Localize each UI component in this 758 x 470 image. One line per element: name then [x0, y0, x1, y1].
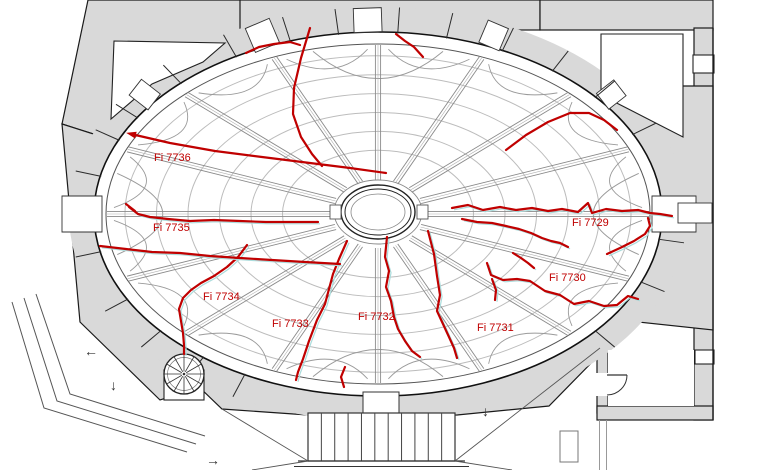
crack-survey-underlay	[101, 247, 343, 267]
room-top-right	[600, 33, 684, 138]
wall-top-right-strip	[539, 0, 714, 31]
wall-door-gap-bottom-right	[595, 373, 608, 396]
gap-right-wall-lower	[694, 349, 715, 365]
crack-line	[394, 32, 425, 59]
crack-line	[450, 201, 674, 218]
crack-survey-underlay	[180, 246, 250, 356]
crack-line	[244, 40, 302, 55]
crack-line	[490, 277, 498, 302]
crack-line	[291, 26, 324, 168]
crack-line	[426, 229, 459, 360]
crack-survey-underlay	[493, 280, 499, 302]
crack-line	[504, 111, 619, 152]
room-bottom-right	[608, 350, 694, 406]
crack-labels: Fi 7729 Fi 7730 Fi 7731 Fi 7732 Fi 7733 Fi 77…	[153, 152, 609, 334]
crack-lines	[98, 26, 675, 389]
door-swing-arc	[606, 374, 628, 396]
crack-line	[124, 202, 320, 224]
crack-label: Fi 7731	[477, 322, 514, 334]
wall-rooms	[110, 33, 715, 406]
crack-label: Fi 7730	[549, 272, 586, 284]
spiral-stair-newel	[182, 372, 186, 376]
wall-bottom-right-bottom	[596, 405, 714, 421]
direction-arrow: ←	[84, 343, 98, 359]
crack-line	[485, 261, 640, 308]
gap-right-wall-upper	[692, 54, 715, 74]
crack-label: Fi 7732	[358, 311, 395, 323]
crack-label: Fi 7734	[203, 291, 240, 303]
crack-line	[511, 251, 536, 270]
crack-survey-underlay	[608, 219, 653, 257]
crack-line	[98, 244, 342, 266]
crack-line	[383, 235, 422, 359]
crack-label: Fi 7735	[153, 222, 190, 234]
crack-survey-underlay	[297, 242, 350, 382]
corner-chevrons	[11, 293, 206, 453]
lantern-ring	[329, 179, 429, 245]
crack-line	[339, 365, 347, 389]
staircase-steps	[320, 413, 443, 461]
stair-fan-lines	[221, 347, 601, 470]
crack-line	[294, 239, 349, 382]
crack-line	[177, 243, 249, 356]
window-openings	[61, 7, 713, 233]
crack-line	[129, 132, 388, 175]
crack-line	[605, 216, 652, 256]
direction-arrow: ↓	[110, 377, 117, 393]
crack-line	[460, 217, 570, 249]
bottom-right-lines	[599, 420, 607, 470]
crack-arrowhead	[126, 131, 137, 139]
staircase	[307, 412, 456, 462]
direction-arrow: →	[206, 452, 220, 468]
crack-label: Fi 7733	[272, 318, 309, 330]
pillar	[559, 430, 579, 463]
direction-arrow: ↓	[482, 403, 489, 419]
plan-features	[11, 293, 628, 470]
direction-arrows: ← ↓ ↓ →	[84, 343, 489, 468]
crack-label: Fi 7736	[154, 152, 191, 164]
crack-label: Fi 7729	[572, 217, 609, 229]
crack-survey-underlay	[453, 203, 675, 219]
doorway-bottom	[362, 391, 400, 415]
spiral-stair-treads	[164, 354, 204, 394]
room-top-left	[110, 40, 227, 121]
